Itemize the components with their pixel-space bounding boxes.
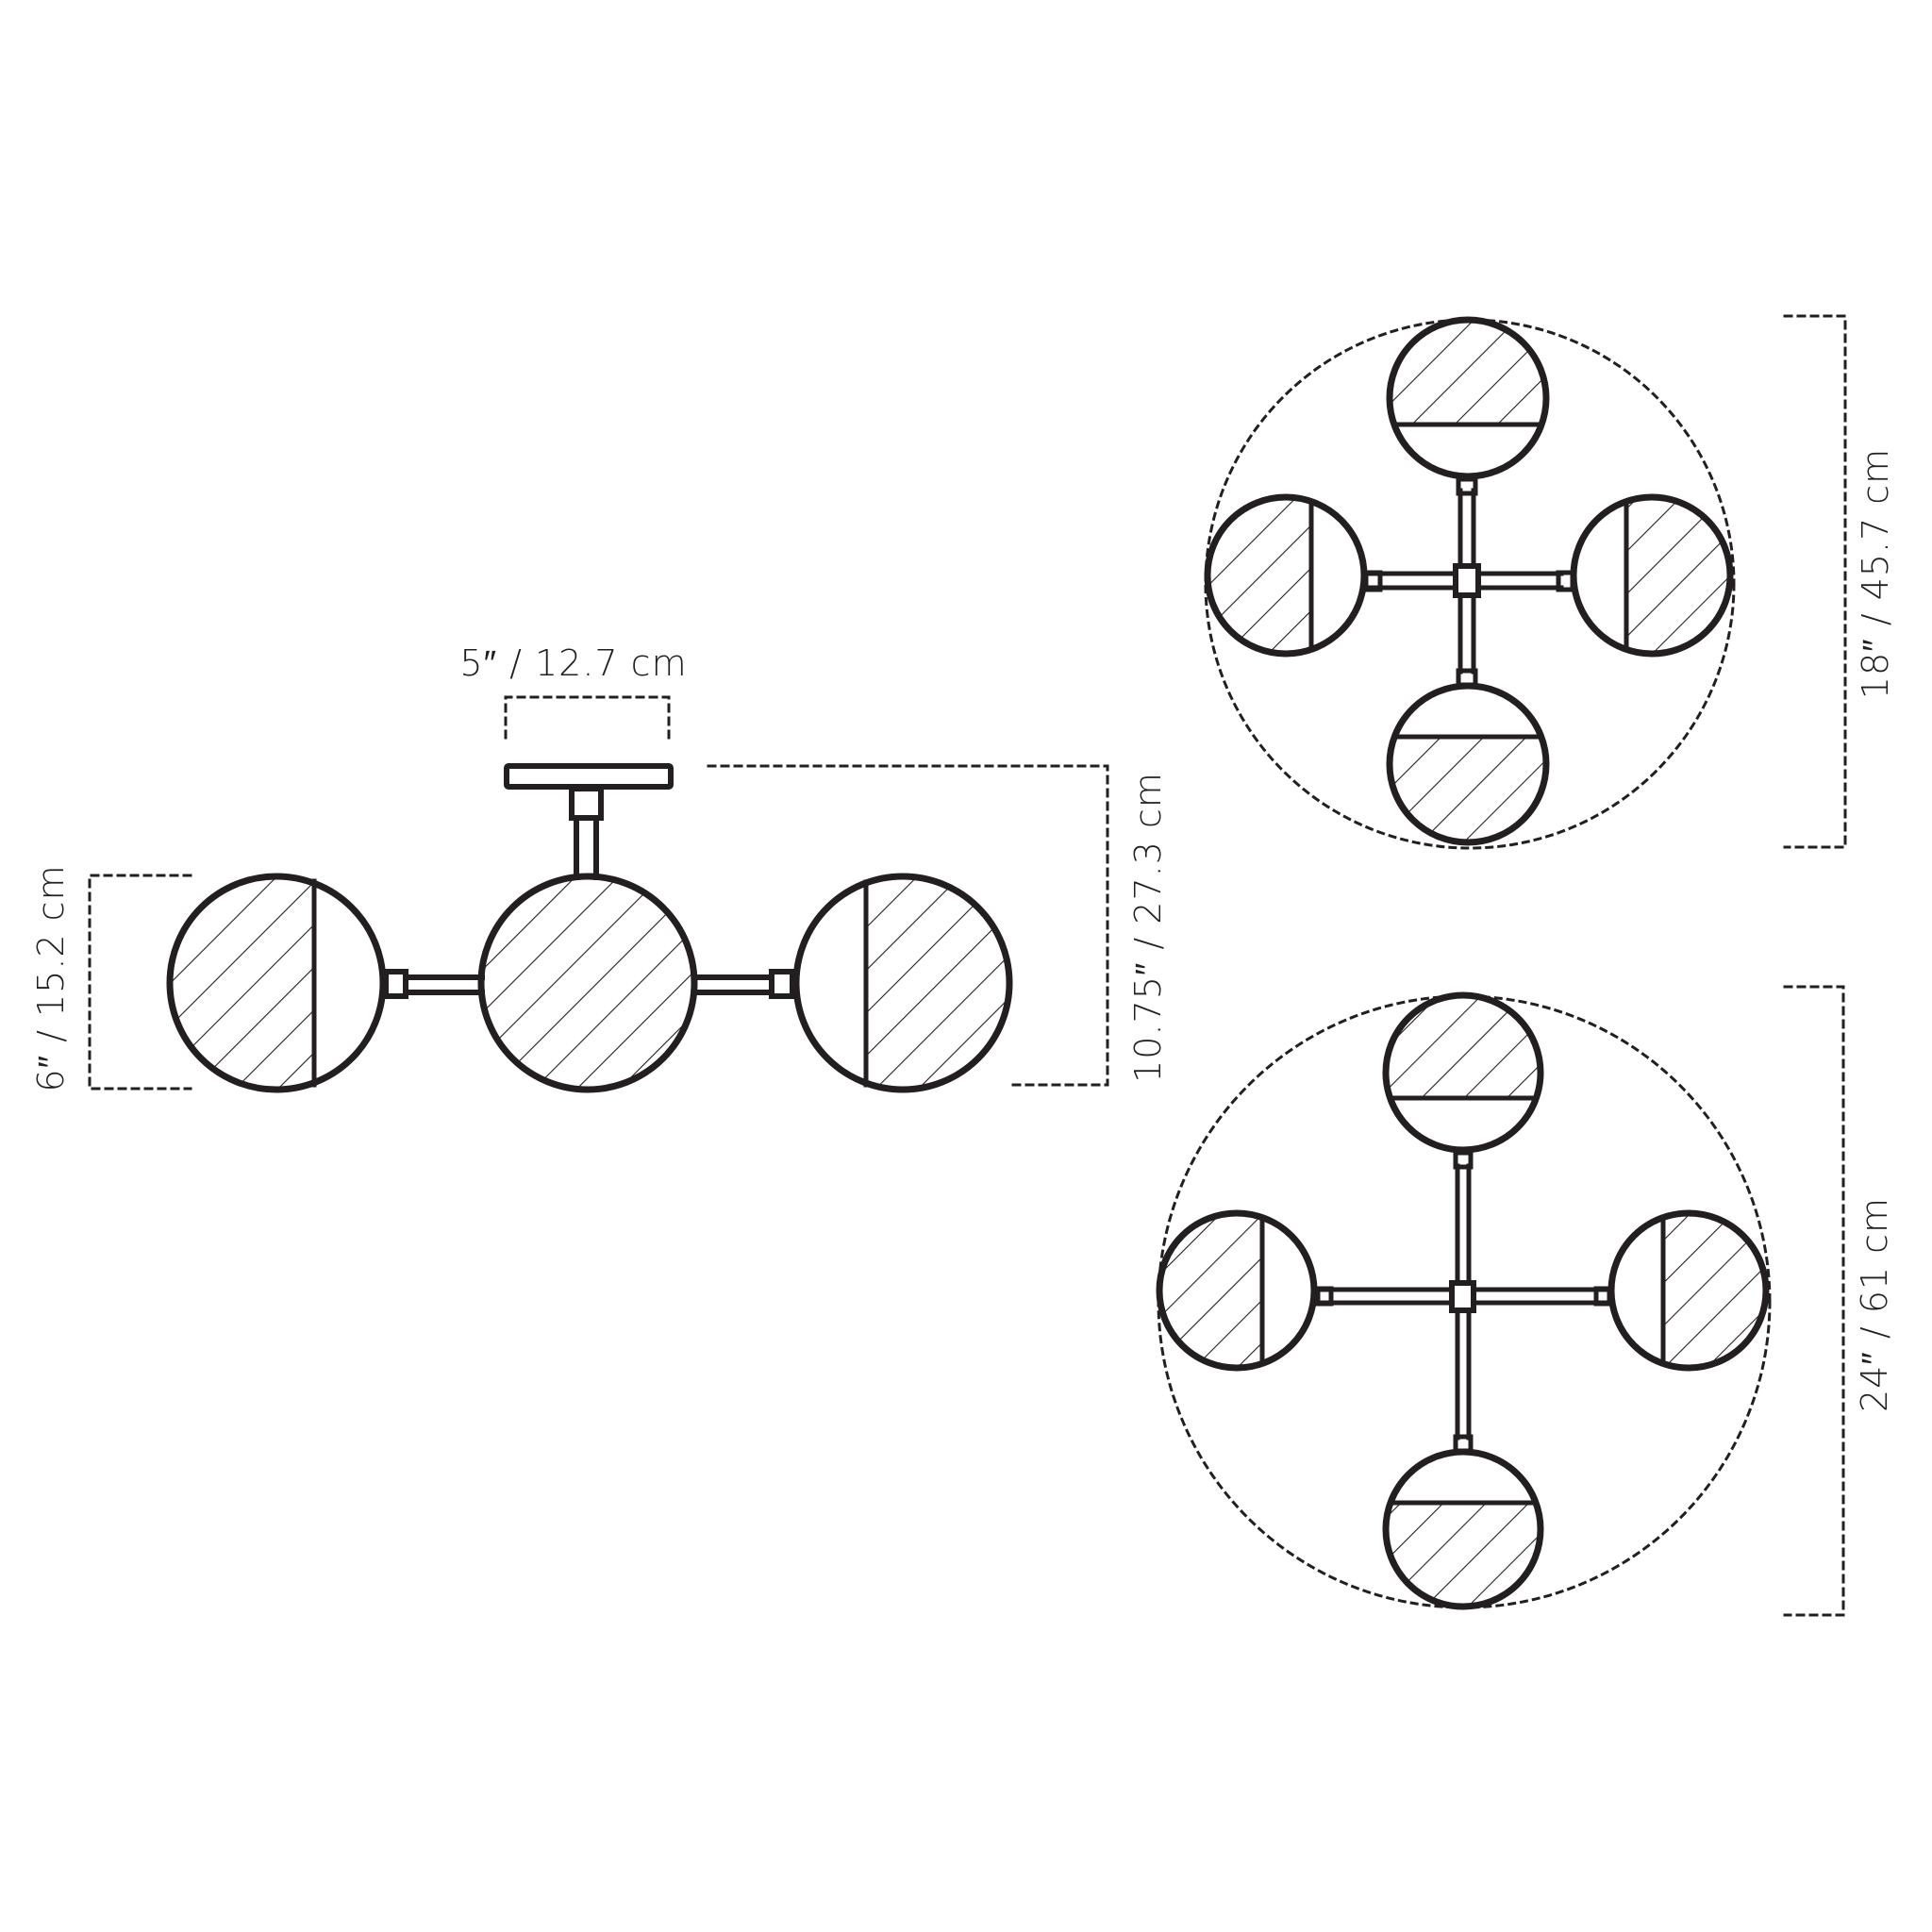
front-middle-globe	[477, 873, 698, 1093]
top-view-small	[1204, 316, 1736, 850]
canopy-plate	[504, 763, 674, 790]
top-view-large	[1156, 991, 1772, 1610]
hub	[1449, 1280, 1476, 1313]
hub	[1453, 563, 1481, 598]
canopy-width-label: 5″ / 12.7 cm	[459, 642, 688, 684]
large-diameter-label: 24″ / 61 cm	[1854, 1196, 1895, 1413]
front-left-globe	[166, 873, 387, 1093]
top-large-dimension-bracket	[1783, 985, 1845, 1617]
front-dimension-lines	[88, 695, 1109, 1091]
top-small-dimension-bracket	[1783, 314, 1847, 849]
globe-diameter-label: 6″ / 15.2 cm	[30, 864, 72, 1092]
overall-height-label: 10.75″ / 27.3 cm	[1127, 772, 1169, 1083]
front-view	[166, 763, 1013, 1093]
small-diameter-label: 18″ / 45.7 cm	[1855, 447, 1896, 700]
front-right-globe	[792, 873, 1013, 1093]
stem-collar	[569, 786, 604, 821]
